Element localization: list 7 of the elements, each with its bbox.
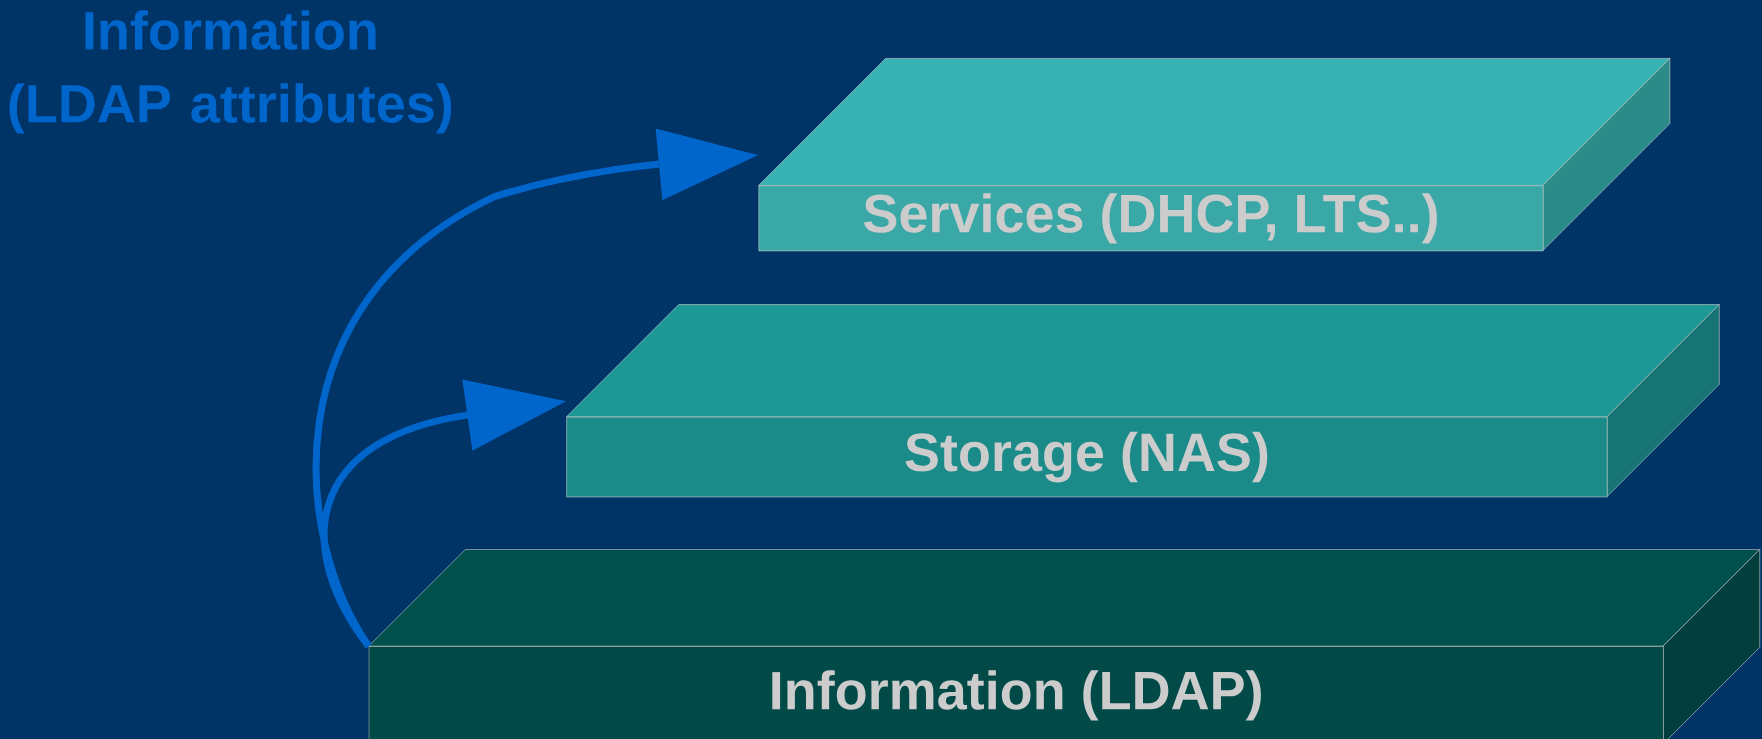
node-label: Information (LDAP) (772, 669, 1261, 721)
heading: Information (LDAP attributes) (9, 10, 452, 134)
slab-block: Services (DHCP, LTS..) (758, 57, 1671, 251)
node-label: Storage (NAS) (905, 431, 1268, 483)
node-label: Services (DHCP, LTS..) (863, 192, 1437, 244)
slab-block: Information (LDAP) (368, 549, 1761, 739)
slab-block: Storage (NAS) (566, 304, 1720, 498)
